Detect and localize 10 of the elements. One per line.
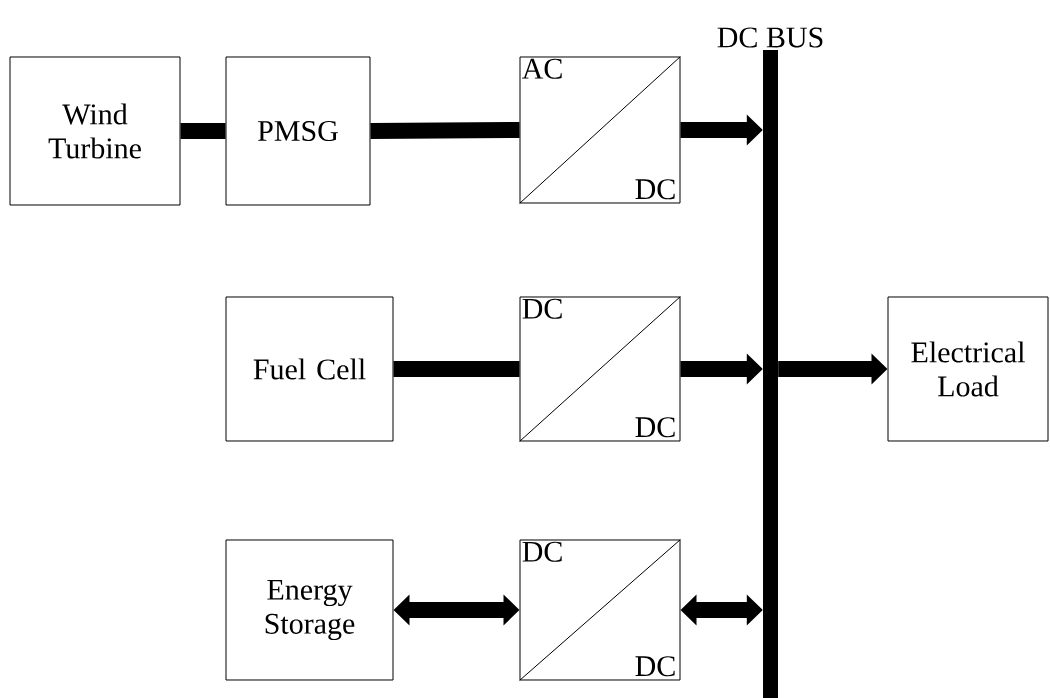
block-box: PMSG <box>225 56 371 206</box>
block-box: Fuel Cell <box>225 296 394 442</box>
block-box: Energy Storage <box>225 539 394 681</box>
block-box: Wind Turbine <box>9 56 181 206</box>
node-label: DC BUS <box>717 27 823 48</box>
bus-bar: DC BUS <box>717 27 823 698</box>
converter-box: DC DC <box>519 539 681 681</box>
converter-box: AC DC <box>519 56 681 204</box>
block-box: Electrical Load <box>887 296 1049 442</box>
converter-box: DC DC <box>519 296 681 442</box>
